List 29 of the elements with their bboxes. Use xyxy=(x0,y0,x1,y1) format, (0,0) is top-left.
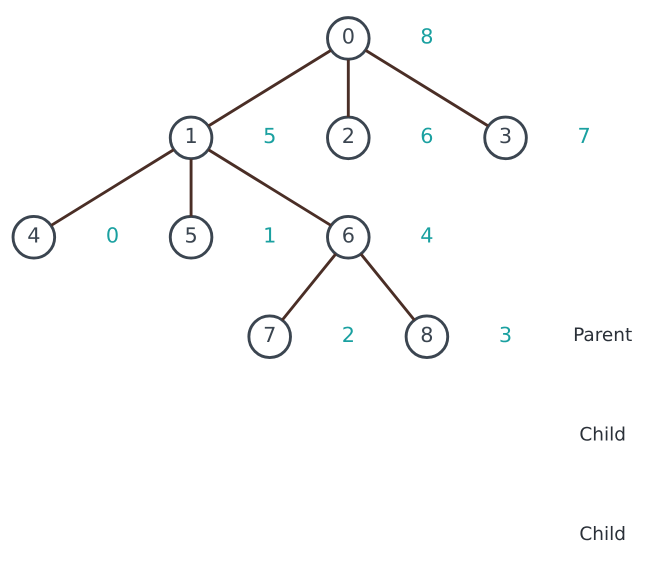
node-circle: 1 xyxy=(168,115,214,160)
connector xyxy=(208,48,332,127)
label: Child xyxy=(579,523,626,544)
node-label: 3 xyxy=(498,322,512,346)
node-label: 1 xyxy=(263,222,276,247)
node-circle: 0 xyxy=(326,16,371,60)
connector xyxy=(360,252,416,320)
node-label: 0 xyxy=(106,222,120,247)
connector xyxy=(346,59,350,116)
connector xyxy=(364,48,489,127)
node-circle: 6 xyxy=(326,214,371,260)
node-label: 2 xyxy=(342,322,355,346)
node-label: 5 xyxy=(263,123,276,148)
label: Child xyxy=(579,424,626,446)
node-label: 8 xyxy=(420,24,434,48)
node-circle: 7 xyxy=(247,314,292,358)
node-circle: 2 xyxy=(326,115,371,160)
node-circle: 8 xyxy=(404,314,450,358)
connector xyxy=(50,148,174,226)
connector xyxy=(281,252,337,320)
node-label: 4 xyxy=(420,222,434,247)
node-circle: 5 xyxy=(168,214,214,260)
node-label: 6 xyxy=(420,123,434,148)
connector xyxy=(208,148,332,226)
label: Parent xyxy=(573,324,632,346)
node-label: 7 xyxy=(578,123,591,148)
connector xyxy=(190,158,193,216)
node-circle: 4 xyxy=(12,214,56,260)
node-circle: 3 xyxy=(483,115,528,160)
